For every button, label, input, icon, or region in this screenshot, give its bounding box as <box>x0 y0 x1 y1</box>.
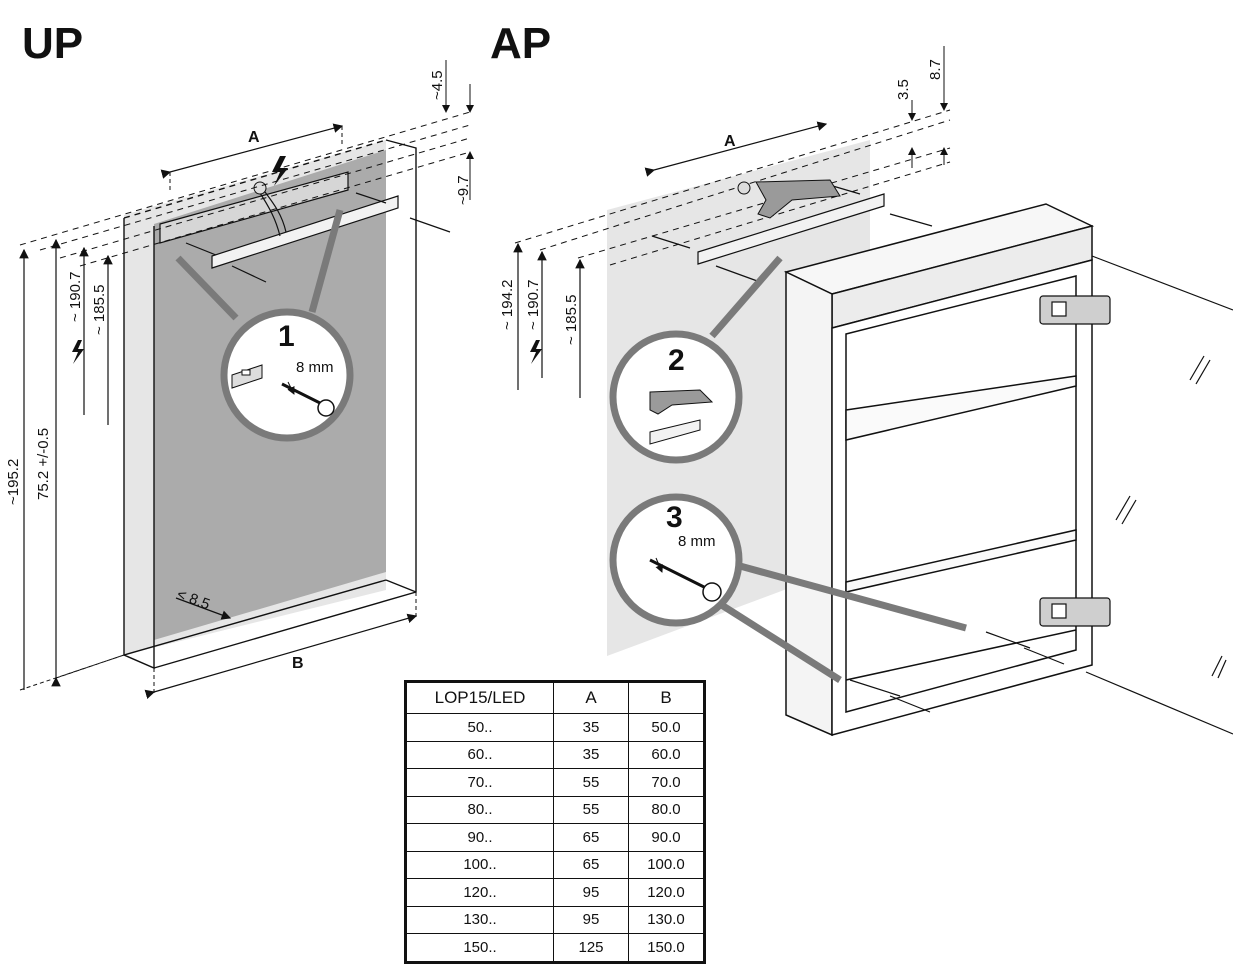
table-cell: 35 <box>553 740 629 769</box>
table-cell: 35 <box>553 713 629 742</box>
ap-dim-top-8-7: 8.7 <box>927 59 944 80</box>
table-cell: 130.0 <box>628 905 705 934</box>
table-cell: 65 <box>553 823 629 852</box>
up-dim-190-7: ~ 190.7 <box>67 272 84 322</box>
size-table-header-b: B <box>628 681 705 714</box>
ap-dim-190-7: ~ 190.7 <box>525 280 542 330</box>
table-cell: 95 <box>553 878 629 907</box>
table-cell: 130.. <box>405 905 554 934</box>
up-dim-a: A <box>248 129 260 146</box>
ap-dim-top-3-5: 3.5 <box>895 79 912 100</box>
callout-1-drill: 8 mm <box>296 359 334 376</box>
table-cell: 70.. <box>405 768 554 797</box>
table-cell: 120.. <box>405 878 554 907</box>
callout-2-number: 2 <box>668 344 685 377</box>
table-cell: 100.0 <box>628 850 705 879</box>
table-cell: 100.. <box>405 850 554 879</box>
size-table-header-a: A <box>553 681 629 714</box>
up-dim-b: B <box>292 655 304 672</box>
up-dim-75-2: 75.2 +/-0.5 <box>35 428 52 500</box>
table-cell: 60.0 <box>628 740 705 769</box>
up-dim-185-5: ~ 185.5 <box>91 285 108 335</box>
ap-mirror-door <box>1085 255 1233 735</box>
drill-icon <box>281 381 335 417</box>
table-cell: 95 <box>553 905 629 934</box>
ap-dim-194-2: ~ 194.2 <box>499 280 516 330</box>
callout-3-number: 3 <box>666 501 683 534</box>
table-cell: 80.0 <box>628 795 705 824</box>
table-cell: 60.. <box>405 740 554 769</box>
ap-power-icon <box>530 340 542 364</box>
title-up: UP <box>22 19 83 68</box>
callout-1-number: 1 <box>278 320 295 353</box>
table-cell: 125 <box>553 933 629 963</box>
table-cell: 120.0 <box>628 878 705 907</box>
table-cell: 55 <box>553 795 629 824</box>
up-cable-gland <box>253 181 267 195</box>
table-cell: 150.0 <box>628 933 705 963</box>
ap-diagram: 3.5 8.7 A ~ 194.2 ~ 190.7 ~ 185.5 <box>499 46 1233 737</box>
up-dim-top-9-7: ~9.7 <box>455 175 472 205</box>
table-cell: 65 <box>553 850 629 879</box>
ap-hang-arrow <box>755 179 841 219</box>
up-mounting-plate <box>159 171 349 244</box>
table-cell: 150.. <box>405 933 554 963</box>
ap-cable-gland <box>737 181 751 195</box>
callout-2-rail-icon <box>649 419 701 445</box>
up-dim-195-2: ~195.2 <box>5 459 22 505</box>
callout-3-drill: 8 mm <box>678 533 716 550</box>
size-table-header-model: LOP15/LED <box>405 681 554 714</box>
up-screws <box>185 192 451 283</box>
ap-rail <box>697 193 885 265</box>
ap-hinge-bottom <box>1039 597 1111 627</box>
callout-2-hang-icon <box>649 389 714 415</box>
level-icon <box>231 364 263 389</box>
table-cell: 70.0 <box>628 768 705 797</box>
table-cell: 50.0 <box>628 713 705 742</box>
ap-dim-185-5: ~ 185.5 <box>563 295 580 345</box>
up-dim-top-4-5: ~4.5 <box>429 70 446 100</box>
ap-bottom-screws <box>849 631 1065 713</box>
table-cell: 90.0 <box>628 823 705 852</box>
table-cell: 55 <box>553 768 629 797</box>
table-cell: 90.. <box>405 823 554 852</box>
up-power-icon-small <box>72 340 84 364</box>
table-cell: 50.. <box>405 713 554 742</box>
size-table-header-row: LOP15/LED A B <box>405 681 705 714</box>
ap-cabinet <box>783 203 1095 737</box>
up-cable <box>261 187 287 233</box>
table-cell: 80.. <box>405 795 554 824</box>
title-ap: AP <box>490 19 551 68</box>
up-diagram: A ~4.5 ~9.7 ~195.2 75.2 +/-0.5 ~ 190.7 ~… <box>5 60 474 699</box>
callout-3-drill-icon <box>649 557 722 602</box>
ap-hinge-top <box>1039 295 1111 325</box>
ap-dim-a: A <box>724 133 736 150</box>
